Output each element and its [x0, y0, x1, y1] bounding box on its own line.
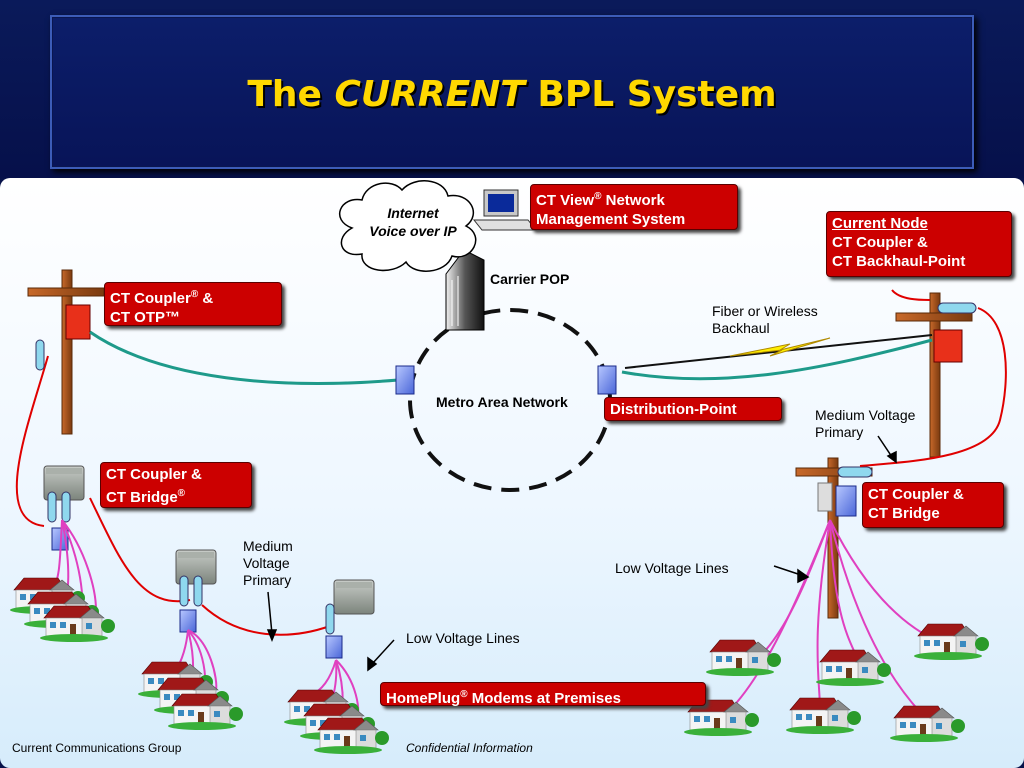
mv-primary-left-label: Medium Voltage Primary [243, 538, 293, 588]
wireless-bolt-icon [729, 337, 831, 357]
mv-line-bridge1 [89, 497, 191, 603]
fiber-line-left [89, 330, 399, 386]
slide-title: The CURRENT BPL System [247, 74, 777, 115]
annotation-arrows [266, 435, 897, 672]
homeplug-box: HomePlug® Modems at Premises [380, 682, 706, 707]
utility-pole-bridge-right [795, 457, 873, 619]
transformer-bridge-left [43, 465, 85, 551]
current-node-box: Current Node CT Coupler & CT Backhaul-Po… [826, 211, 1012, 277]
title-frame [50, 15, 974, 169]
houses-left [9, 577, 116, 643]
internet-cloud-icon [339, 180, 477, 272]
low-voltage-bottom-label: Low Voltage Lines [406, 630, 520, 646]
houses-mid [137, 661, 244, 731]
ct-view-box: CT View® Network Management System [530, 184, 738, 230]
houses-bottom [283, 689, 390, 755]
carrier-pop-building-icon [445, 249, 485, 331]
footer-company: Current Communications Group [12, 741, 182, 755]
transformer-bridge-mid [175, 549, 217, 633]
mv-line-bridge2 [201, 604, 331, 636]
coupler-left-pole [35, 339, 45, 371]
fiber-backhaul-label: Fiber or Wireless Backhaul [712, 303, 818, 336]
mv-primary-right-label: Medium Voltage Primary [815, 407, 916, 440]
houses-right [683, 623, 990, 743]
cloud-label: Internet Voice over IP [369, 205, 457, 239]
mv-line-right-loop [859, 307, 1007, 467]
ct-coupler-otp-box: CT Coupler® & CT OTP™ [104, 282, 282, 326]
metro-node-left [395, 365, 415, 395]
computer-icon [472, 189, 538, 231]
ct-coupler-bridge-left-box: CT Coupler & CT Bridge® [100, 462, 252, 508]
transformer-bridge-bottom [325, 579, 375, 659]
low-voltage-right-label: Low Voltage Lines [615, 560, 729, 576]
footer-confidential: Confidential Information [406, 741, 533, 755]
mv-line-top-right [891, 289, 931, 301]
metro-node-right [597, 365, 617, 395]
distribution-point-box: Distribution-Point [604, 397, 782, 421]
fiber-line-right [621, 338, 933, 381]
carrier-pop-label: Carrier POP [490, 271, 570, 287]
ct-coupler-bridge-right-box: CT Coupler & CT Bridge [862, 482, 1004, 528]
metro-area-network-label: Metro Area Network [436, 394, 568, 410]
utility-pole-right [895, 292, 977, 458]
mv-line-left-down [15, 355, 49, 527]
